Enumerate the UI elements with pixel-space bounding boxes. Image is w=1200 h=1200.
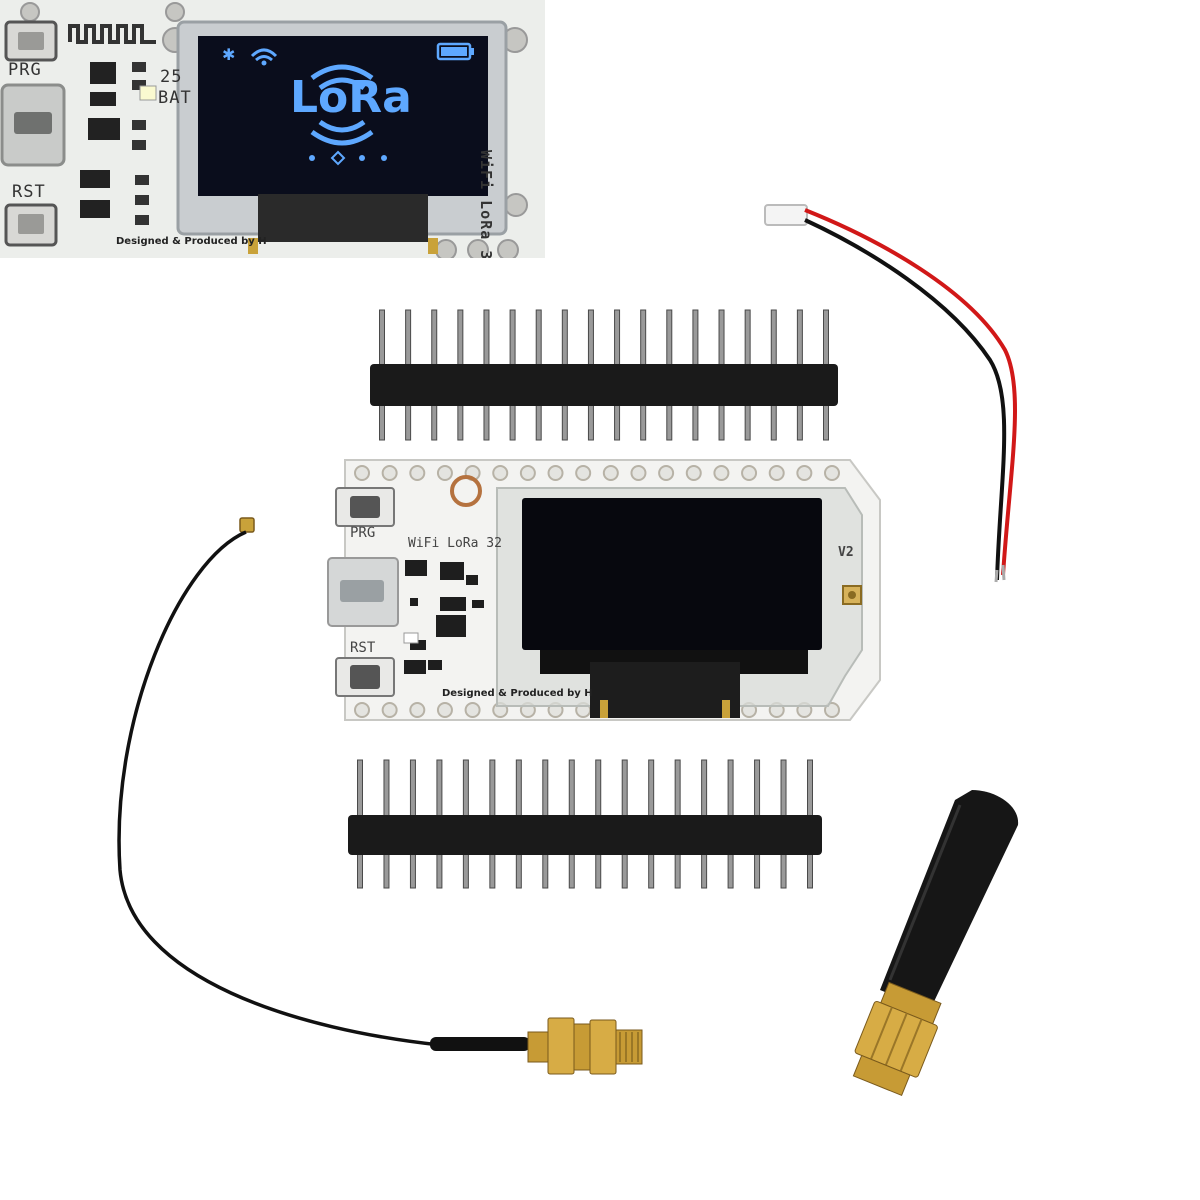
board-version-label: V2 bbox=[838, 545, 854, 560]
closeup-pcb-graphic: ✱ bbox=[0, 0, 545, 258]
board-pin-hole bbox=[381, 465, 398, 481]
ufl-plug bbox=[239, 517, 255, 533]
bat-label: BAT bbox=[158, 88, 192, 108]
rst-label: RST bbox=[12, 182, 46, 202]
board-pin-hole bbox=[381, 702, 398, 718]
board-prg-label: PRG bbox=[350, 525, 376, 541]
board-pin-hole bbox=[464, 702, 481, 718]
board-pin-hole bbox=[824, 465, 840, 481]
prg-label: PRG bbox=[8, 60, 42, 80]
pin-25-label: 25 bbox=[160, 67, 183, 87]
board-pin-hole bbox=[630, 465, 647, 481]
screen-lora-logo: LoRa bbox=[290, 72, 412, 123]
jst-connector bbox=[764, 204, 808, 226]
board-model-label: WiFi LoRa 32 bbox=[408, 536, 502, 551]
svg-text:✱: ✱ bbox=[222, 45, 235, 64]
board-pin-hole bbox=[409, 465, 426, 481]
board-pin-hole bbox=[547, 465, 564, 481]
board-pin-hole bbox=[436, 465, 453, 481]
board-pin-hole bbox=[519, 465, 536, 481]
board-pin-hole bbox=[741, 465, 758, 481]
header-plastic-bar bbox=[348, 815, 822, 855]
black-wire bbox=[804, 218, 1007, 581]
board-pin-hole bbox=[685, 465, 702, 481]
antenna-sma-plug bbox=[852, 981, 942, 1097]
board-pin-hole bbox=[796, 465, 813, 481]
board-pin-hole bbox=[768, 465, 785, 481]
header-plastic-bar bbox=[370, 364, 838, 406]
board-pin-hole bbox=[354, 702, 370, 718]
board-pin-hole bbox=[492, 465, 509, 481]
antenna-body bbox=[880, 790, 1019, 1010]
board-pin-hole bbox=[436, 702, 453, 718]
red-wire bbox=[804, 208, 1018, 576]
board-pin-hole bbox=[409, 702, 426, 718]
board-rst-label: RST bbox=[350, 640, 376, 656]
board-pin-hole bbox=[713, 465, 730, 481]
board-pin-hole bbox=[602, 465, 619, 481]
sma-bulkhead-connector bbox=[527, 1017, 643, 1075]
closeup-inset-photo: ✱ PRG 25 BAT RST LoRa WiFi LoRa 32 Desig… bbox=[0, 0, 545, 258]
antenna-trace bbox=[68, 24, 156, 44]
board-pin-hole bbox=[658, 465, 675, 481]
oled-display bbox=[522, 498, 822, 650]
board-footer-text: Designed & Produced by H bbox=[442, 688, 593, 699]
inset-footer-text: Designed & Produced by H bbox=[116, 236, 267, 247]
board-pin-hole bbox=[575, 465, 592, 481]
battery-level-fill bbox=[441, 47, 467, 56]
board-pin-hole bbox=[354, 465, 370, 481]
